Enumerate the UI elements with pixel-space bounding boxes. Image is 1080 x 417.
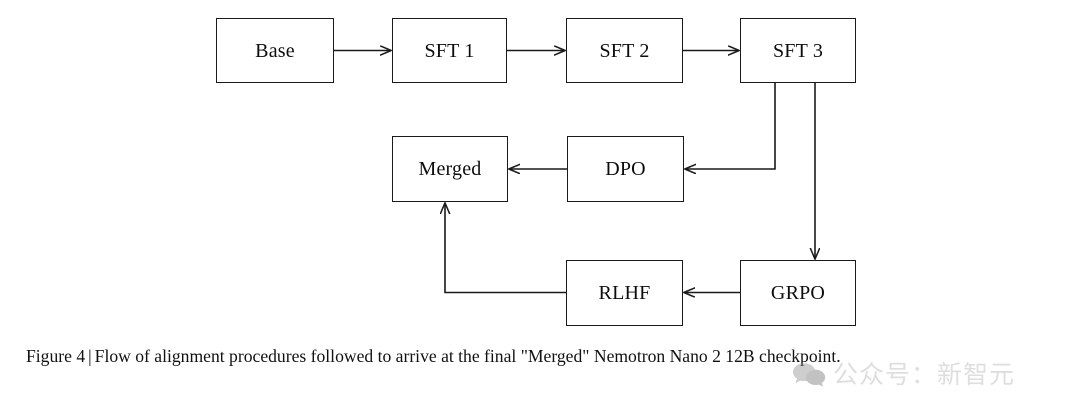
- node-merged[interactable]: Merged: [392, 136, 508, 202]
- figure-caption: Figure 4|Flow of alignment procedures fo…: [26, 344, 1056, 369]
- node-dpo[interactable]: DPO: [567, 136, 684, 202]
- caption-body: Flow of alignment procedures followed to…: [94, 346, 841, 366]
- node-sft1-label: SFT 1: [424, 39, 475, 62]
- node-sft3-label: SFT 3: [772, 39, 824, 62]
- figure-diagram: Base SFT 1 SFT 2 SFT 3 Merged DPO RLHF G…: [216, 0, 1080, 340]
- node-base[interactable]: Base: [216, 18, 334, 83]
- node-rlhf[interactable]: RLHF: [566, 260, 683, 326]
- node-sft2-label: SFT 2: [599, 39, 650, 62]
- node-dpo-label: DPO: [605, 158, 646, 180]
- node-merged-label: Merged: [418, 158, 482, 180]
- node-rlhf-label: RLHF: [598, 282, 651, 304]
- node-sft2[interactable]: SFT 2: [566, 18, 683, 83]
- figure-number: Figure 4: [26, 346, 86, 366]
- edge-rlhf-to-merged: [445, 203, 566, 294]
- node-sft1[interactable]: SFT 1: [392, 18, 507, 83]
- edge-layer: [334, 0, 1080, 340]
- node-grpo-label: GRPO: [770, 282, 826, 304]
- node-grpo[interactable]: GRPO: [740, 260, 856, 326]
- node-sft3[interactable]: SFT 3: [740, 18, 856, 83]
- node-base-label: Base: [255, 39, 295, 62]
- caption-separator: |: [88, 346, 92, 366]
- edge-sft3-to-dpo: [685, 83, 776, 169]
